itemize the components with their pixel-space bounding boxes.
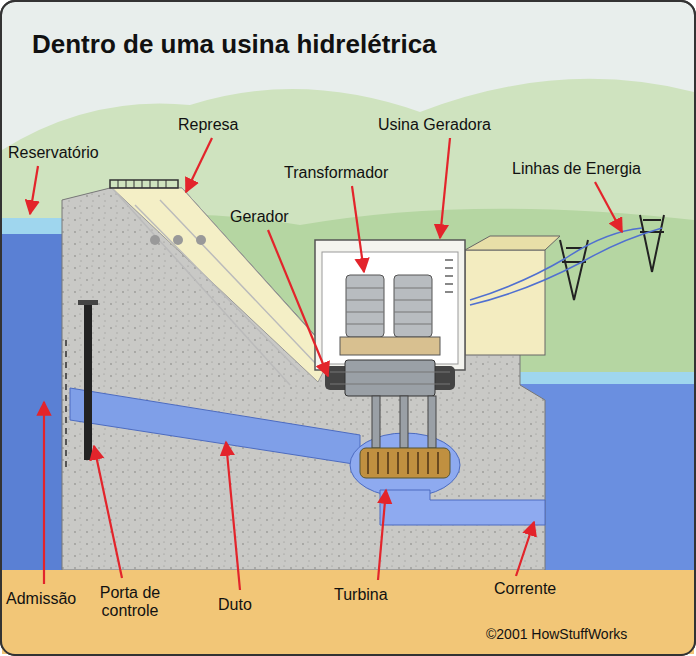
part-label: Represa (178, 116, 238, 134)
part-label: Reservatório (8, 144, 99, 162)
part-label: Transformador (284, 164, 388, 182)
part-label: Gerador (230, 208, 289, 226)
part-label: Turbina (334, 586, 388, 604)
part-label: Admissão (6, 590, 76, 608)
diagram-title: Dentro de uma usina hidrelétrica (32, 30, 437, 60)
copyright-note: ©2001 HowStuffWorks (486, 626, 627, 642)
part-label: Duto (218, 596, 252, 614)
part-label: Usina Geradora (378, 116, 491, 134)
part-label: Linhas de Energia (512, 160, 641, 178)
part-label: Corrente (494, 580, 556, 598)
part-label: Porta de controle (80, 584, 180, 621)
